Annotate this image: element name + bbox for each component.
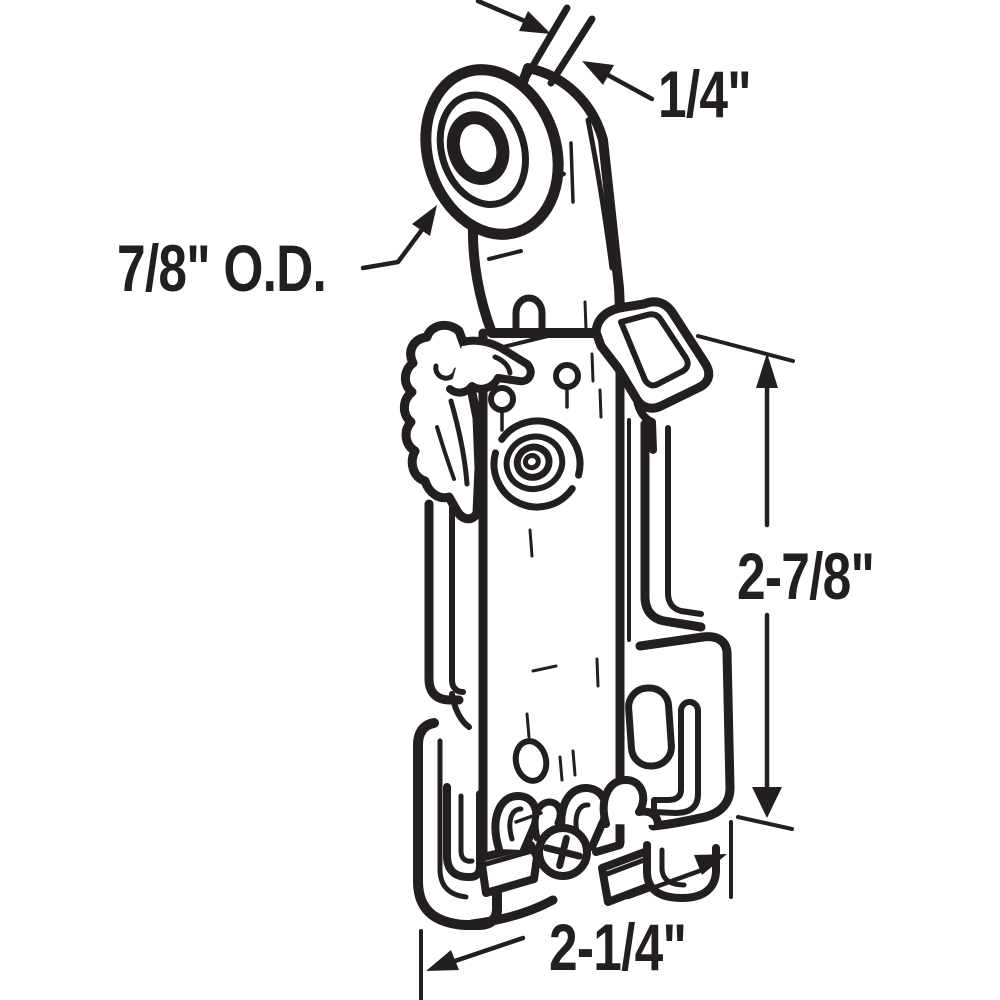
phillips-screw	[535, 824, 591, 880]
dimension-arrowhead	[426, 950, 459, 971]
arch-cutout	[512, 294, 546, 337]
lower-right-plate	[625, 632, 735, 831]
hatch-marks	[525, 300, 603, 782]
oval-hole	[512, 738, 550, 784]
pilot-hole	[488, 385, 516, 413]
dimension-label-groove-width: 1/4"	[658, 57, 752, 131]
dimension-arrowhead	[519, 11, 551, 34]
dimension-arrowhead	[752, 787, 782, 818]
dimension-arrowhead	[694, 854, 727, 875]
pilot-hole	[553, 362, 581, 390]
right-rail	[640, 419, 706, 632]
dimension-groove-width	[475, 0, 655, 102]
dimension-label-bracket-width: 2-1/4"	[549, 910, 687, 984]
dimension-bracket-width	[419, 820, 733, 1000]
dimension-bracket-height	[696, 334, 795, 831]
roller-wheel	[420, 64, 564, 240]
dimension-tick	[547, 15, 596, 87]
dimension-arrowhead	[582, 61, 614, 85]
roller-bore	[446, 111, 510, 186]
left-rail	[424, 499, 472, 730]
dimension-tick	[517, 4, 571, 90]
slot-hook	[651, 699, 701, 816]
extension-line	[736, 815, 794, 831]
mounting-slot	[625, 684, 675, 770]
cam-boss	[490, 417, 584, 511]
dimension-outer-diameter	[360, 205, 437, 271]
dimension-label-outer-diameter: 7/8" O.D.	[117, 231, 327, 305]
dimension-arrowhead	[756, 353, 778, 388]
extension-line	[696, 334, 795, 363]
dimension-arrowhead	[412, 205, 437, 236]
bracket-plate	[478, 294, 631, 861]
dimension-label-bracket-height: 2-7/8"	[737, 539, 875, 613]
clamp-claw	[446, 336, 535, 397]
top-flange-tab	[591, 297, 714, 454]
